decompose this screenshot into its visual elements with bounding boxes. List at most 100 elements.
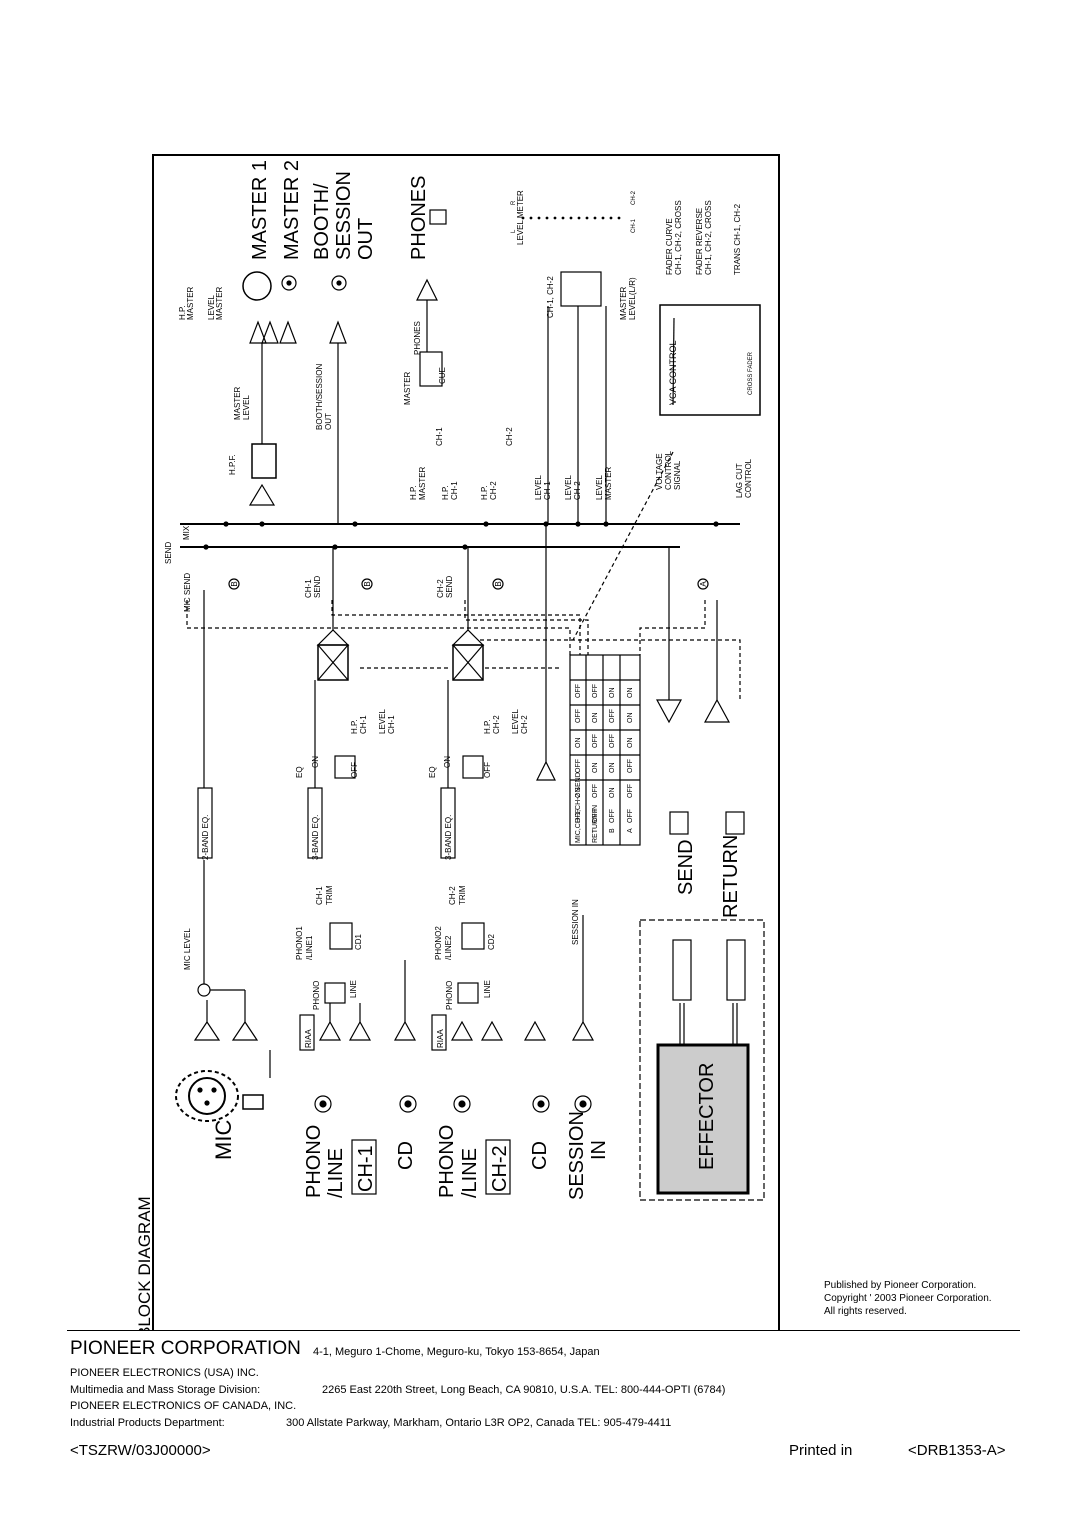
lag-cut-2: CONTROL	[744, 458, 753, 498]
level-ch2-4: CH-2	[573, 481, 582, 500]
return-label: RETURN	[720, 835, 742, 918]
booth-label-2: SESSION	[333, 171, 355, 260]
table-cell: ON	[592, 763, 599, 774]
ch2-send-2: SEND	[445, 576, 454, 598]
meter-ch2: CH-2	[631, 190, 637, 205]
mic-label: MIC	[211, 1120, 236, 1160]
session-in-label: IN	[588, 1140, 610, 1160]
lag-cut-1: LAG CUT	[735, 463, 744, 498]
corp-address: 4-1, Meguro 1-Chome, Meguro-ku, Tokyo 15…	[313, 1346, 600, 1358]
band2-label: 2-BAND EQ.	[201, 815, 210, 860]
vca-label: VCA CONTROL	[668, 340, 678, 405]
table-cell: OFF	[575, 684, 582, 698]
table-cell: OFF	[627, 759, 634, 773]
on-label-2: ON	[443, 756, 452, 768]
level-meter-label: LEVEL METER	[516, 190, 525, 245]
cue-ch1: CH-1	[435, 427, 444, 446]
level-ch1-1: LEVEL	[378, 709, 387, 734]
phono-label-2: PHONO	[445, 981, 454, 1010]
doc-code-left: <TSZRW/03J00000>	[70, 1442, 211, 1459]
hpf-label: H.P.F.	[228, 454, 237, 475]
published-line-3: All rights reserved.	[824, 1306, 907, 1317]
table-header-send: MIC,CH-1,CH-2 SEND	[575, 772, 582, 843]
riaa-label-1: RIAA	[304, 1029, 313, 1048]
session-label: SESSION	[566, 1111, 588, 1200]
ch1-phono-label: PHONO	[303, 1125, 325, 1198]
level-master-4: MASTER	[604, 466, 613, 500]
booth-label-1: BOOTH/	[311, 183, 333, 260]
trans-label: TRANS CH-1, CH-2	[733, 203, 742, 275]
ch2-line-label: /LINE	[459, 1148, 481, 1198]
fader-reverse: FADER REVERSE	[695, 208, 704, 275]
hp-master-2: MASTER	[186, 286, 195, 320]
master2-label: MASTER 2	[281, 160, 303, 260]
table-cell: OFF	[575, 709, 582, 723]
band3-label-2: 3-BAND EQ.	[444, 815, 453, 860]
hp-ch2-1: H.P.	[483, 719, 492, 734]
table-cell: ON	[609, 763, 616, 774]
off-label-1: OFF	[350, 762, 359, 778]
footer-rule	[67, 1330, 1020, 1331]
level-ch2-3: LEVEL	[564, 475, 573, 500]
canada-name: PIONEER ELECTRONICS OF CANADA, INC.	[70, 1400, 297, 1412]
level-ch1-3: LEVEL	[534, 475, 543, 500]
table-cell: OFF	[575, 759, 582, 773]
line1-label: /LINE1	[305, 935, 314, 960]
table-cell: OFF	[592, 684, 599, 698]
level-ch1-2: CH-1	[387, 715, 396, 734]
control-label: CONTROL	[664, 450, 673, 490]
ch2-tag: CH-2	[489, 1145, 511, 1192]
ch1-cd-label: CD	[395, 1141, 417, 1170]
riaa-label-2: RIAA	[436, 1029, 445, 1048]
hp-ch2-4: CH-2	[489, 481, 498, 500]
ch2-cd-label: CD	[529, 1141, 551, 1170]
master-lr-2: LEVEL(L/R)	[628, 277, 637, 320]
off-label-2: OFF	[483, 762, 492, 778]
level-ch2-1: LEVEL	[511, 709, 520, 734]
table-header-return: RETURN IN	[592, 805, 599, 843]
level-ch2-2: CH-2	[520, 715, 529, 734]
table-row-b: B	[609, 828, 616, 833]
cd1-label: CD1	[354, 933, 363, 950]
diagram-frame	[152, 154, 780, 1330]
ch1-trim-label-2: TRIM	[325, 885, 334, 905]
eq-label-1: EQ	[295, 766, 304, 778]
booth-level-2: OUT	[324, 413, 333, 430]
table-cell: ON	[592, 713, 599, 724]
ch1-send-1: CH-1	[304, 579, 313, 598]
table-cell: OFF	[575, 809, 582, 823]
table-cell: OFF	[592, 734, 599, 748]
doc-code-right: <DRB1353-A>	[908, 1442, 1006, 1459]
hp-ch1-4: CH-1	[450, 481, 459, 500]
mic-send-label: MIC SEND	[183, 573, 192, 612]
ch12-label: CH-1, CH-2	[546, 276, 555, 318]
hp-ch2-2: CH-2	[492, 715, 501, 734]
table-cell: OFF	[627, 809, 634, 823]
master-level-1: MASTER	[233, 386, 242, 420]
phono1-label: PHONO1	[295, 926, 304, 960]
table-cell: OFF	[609, 809, 616, 823]
on-label-1: ON	[311, 756, 320, 768]
effector-label: EFFECTOR	[696, 1063, 718, 1170]
table-cell: OFF	[609, 734, 616, 748]
phono2-label: PHONO2	[434, 926, 443, 960]
usa-division: Multimedia and Mass Storage Division:	[70, 1384, 261, 1396]
table-cell: OFF	[627, 784, 634, 798]
block-diagram: BLOCK DIAGRAM MIC PHONO /LINE CH-1 CD PH…	[135, 154, 780, 1330]
booth-label-3: OUT	[355, 218, 377, 260]
hp-master-3: H.P.	[409, 485, 418, 500]
cross-fader-label: CROSS FADER	[748, 351, 754, 395]
table-cell: ON	[575, 738, 582, 749]
table-cell: OFF	[592, 784, 599, 798]
master-level-2: LEVEL	[242, 395, 251, 420]
usa-name: PIONEER ELECTRONICS (USA) INC.	[70, 1367, 259, 1379]
ch2-send-1: CH-2	[436, 579, 445, 598]
table-cell: ON	[609, 788, 616, 799]
printed-in: Printed in	[789, 1442, 853, 1459]
voltage-label: VOLTAGE	[655, 453, 664, 490]
phones-label: PHONES	[408, 176, 430, 260]
table-row-a: A	[627, 828, 634, 833]
usa-address: 2265 East 220th Street, Long Beach, CA 9…	[322, 1384, 726, 1396]
canada-division: Industrial Products Department:	[70, 1417, 225, 1429]
ch2-phono-label: PHONO	[436, 1125, 458, 1198]
